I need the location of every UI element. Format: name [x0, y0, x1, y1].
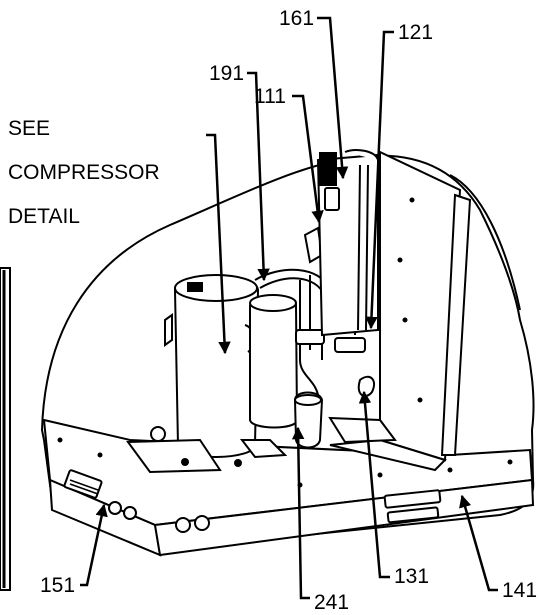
compressor: [164, 274, 260, 458]
callout-141: 141: [502, 579, 538, 602]
floor-plates: [126, 416, 397, 474]
leader-161: [317, 16, 349, 180]
valve-column: [316, 149, 379, 337]
leader-141: [459, 494, 498, 592]
callout-111: 111: [254, 85, 286, 108]
callout-241: 241: [314, 591, 350, 614]
left-cabinet-edge: [0, 267, 11, 591]
note-line-see: SEE: [8, 117, 51, 140]
callout-131: 131: [394, 565, 430, 588]
accumulator: [249, 294, 299, 429]
leader-191: [247, 71, 270, 282]
leader-151: [80, 503, 108, 587]
compressor-detail-note: SEE COMPRESSOR DETAIL: [8, 96, 160, 250]
leader-compressor-detail: [206, 133, 231, 355]
callout-161: 161: [279, 7, 315, 30]
leader-111: [292, 94, 324, 224]
callout-191: 191: [209, 62, 245, 85]
right-panels: [329, 150, 472, 472]
note-line-compressor: COMPRESSOR: [8, 161, 160, 184]
leader-121: [365, 30, 394, 330]
leader-241: [291, 426, 310, 600]
leader-131: [358, 390, 390, 579]
callout-121: 121: [398, 21, 434, 44]
note-line-detail: DETAIL: [8, 205, 80, 228]
leader-lines: [80, 16, 498, 600]
callout-151: 151: [40, 574, 76, 597]
